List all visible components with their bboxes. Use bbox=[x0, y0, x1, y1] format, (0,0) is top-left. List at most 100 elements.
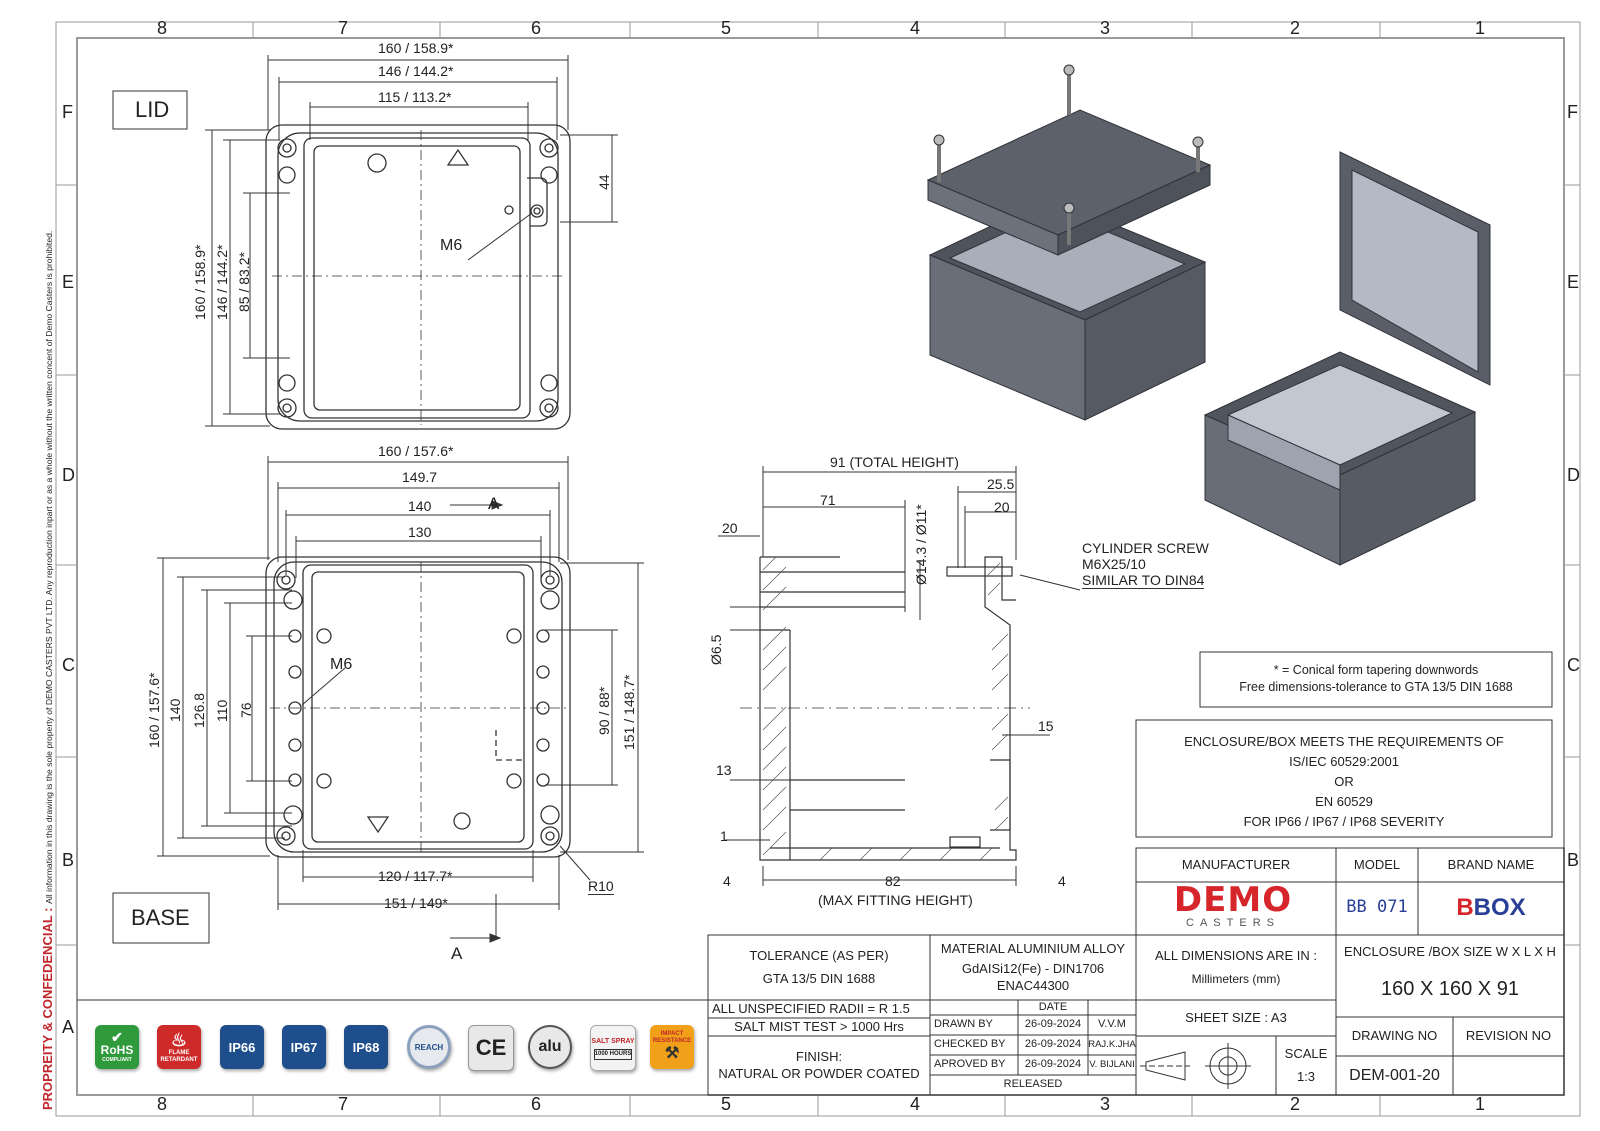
lid-dim-corner: 44 bbox=[596, 174, 612, 190]
grid-row-D: D bbox=[62, 465, 75, 485]
rohs-badge: ✔ RoHS COMPLIANT bbox=[95, 1025, 139, 1069]
salt-spray-label: SALT SPRAY bbox=[591, 1037, 635, 1045]
grid-col-3-bottom: 3 bbox=[1100, 1094, 1111, 1114]
base-dim-width-bottom-2: 151 / 149* bbox=[384, 895, 448, 911]
grid-col-3: 3 bbox=[1100, 18, 1111, 38]
rohs-checkmark-icon: ✔ bbox=[111, 1029, 123, 1045]
section-dim-dia-hole: Ø6.5 bbox=[708, 634, 724, 665]
base-radius-label: R10 bbox=[588, 878, 614, 895]
dimensions-unit-line2: Millimeters (mm) bbox=[1191, 972, 1281, 987]
drawing-no-header: DRAWING NO bbox=[1351, 1028, 1438, 1044]
ip67-badge: IP67 bbox=[282, 1025, 326, 1069]
lid-dim-width-mid: 146 / 144.2* bbox=[378, 63, 454, 79]
lid-dim-width-outer: 160 / 158.9* bbox=[378, 40, 454, 56]
section-dim-20-right: 20 bbox=[994, 499, 1010, 515]
lid-dimension-lines bbox=[205, 55, 618, 427]
section-marker-bottom: A bbox=[451, 944, 463, 963]
drawn-by-date: 26-09-2024 bbox=[1024, 1018, 1082, 1031]
base-dim-height-right-1: 90 / 88* bbox=[596, 686, 612, 735]
requirements-line4: EN 60529 bbox=[1315, 794, 1373, 809]
hammer-icon: ⚒ bbox=[664, 1045, 680, 1062]
grid-col-5-bottom: 5 bbox=[721, 1094, 732, 1114]
base-dim-height-4: 76 bbox=[238, 702, 254, 718]
salt-spray-sub: 1000 HOURS bbox=[593, 1048, 633, 1060]
lid-thread-label: M6 bbox=[440, 237, 463, 254]
model-header: MODEL bbox=[1353, 856, 1401, 872]
iso-view-exploded bbox=[926, 64, 1212, 421]
section-dim-4-right: 4 bbox=[1058, 873, 1066, 889]
section-dim-1: 1 bbox=[720, 828, 728, 844]
rohs-badge-label: RoHS bbox=[100, 1043, 134, 1057]
conical-note-box bbox=[1199, 651, 1553, 708]
grid-col-1-bottom: 1 bbox=[1475, 1094, 1486, 1114]
grid-col-5: 5 bbox=[721, 18, 732, 38]
base-dim-width-bottom-1: 120 / 117.7* bbox=[378, 868, 453, 884]
lid-view-label: LID bbox=[135, 97, 170, 122]
scale-value: 1:3 bbox=[1296, 1068, 1316, 1084]
base-view-label: BASE bbox=[131, 905, 190, 930]
grid-col-8: 8 bbox=[157, 18, 168, 38]
lid-dim-height-mid: 146 / 144.2* bbox=[214, 244, 230, 320]
revision-no-header: REVISION NO bbox=[1465, 1028, 1552, 1044]
grid-col-7: 7 bbox=[338, 18, 349, 38]
base-dim-height-2: 126.8 bbox=[191, 692, 207, 728]
drawn-by-name: V.V.M bbox=[1098, 1018, 1126, 1031]
base-dim-height-1: 140 bbox=[167, 698, 183, 722]
confidential-label: PROPREITY & CONFEDENCIAL : bbox=[40, 907, 55, 1110]
flame-icon: ♨ bbox=[170, 1030, 188, 1050]
section-view bbox=[740, 556, 1030, 861]
salt-mist-test: SALT MIST TEST > 1000 Hrs bbox=[734, 1018, 904, 1034]
section-dim-15: 15 bbox=[1038, 718, 1054, 734]
brand-header: BRAND NAME bbox=[1447, 856, 1535, 872]
requirements-line5: FOR IP66 / IP67 / IP68 SEVERITY bbox=[1243, 814, 1445, 829]
alu-recycle-badge: alu bbox=[528, 1025, 572, 1069]
grid-col-2-bottom: 2 bbox=[1290, 1094, 1301, 1114]
reach-badge: REACH bbox=[407, 1025, 451, 1069]
section-dim-82: 82 bbox=[885, 873, 901, 889]
manufacturer-header: MANUFACTURER bbox=[1181, 856, 1291, 872]
date-header: DATE bbox=[1038, 1000, 1068, 1013]
base-dim-width-1: 149.7 bbox=[402, 469, 438, 485]
requirements-line1: ENCLOSURE/BOX MEETS THE REQUIREMENTS OF bbox=[1184, 734, 1504, 749]
requirements-box bbox=[1135, 719, 1553, 838]
manufacturer-logo: DEMO CASTERS bbox=[1168, 883, 1298, 935]
grid-row-C-right: C bbox=[1567, 655, 1580, 675]
conical-note-line1: * = Conical form tapering downwords bbox=[1273, 663, 1479, 677]
section-hatching bbox=[762, 556, 1009, 861]
ce-badge: CE bbox=[468, 1025, 514, 1071]
released-label: RELEASED bbox=[1003, 1078, 1063, 1091]
screw-callout-line1: CYLINDER SCREW bbox=[1082, 540, 1209, 556]
base-dim-width-outer: 160 / 157.6* bbox=[378, 443, 454, 459]
material-line3: ENAC44300 bbox=[996, 977, 1070, 993]
section-dim-71: 71 bbox=[820, 492, 836, 508]
brand-logo-box: BOX bbox=[1473, 894, 1526, 921]
base-dim-height-3: 110 bbox=[214, 699, 230, 722]
base-top-view bbox=[265, 556, 571, 858]
grid-col-6-bottom: 6 bbox=[531, 1094, 542, 1114]
grid-row-B-right: B bbox=[1567, 850, 1580, 870]
title-block-grid bbox=[77, 847, 1565, 1096]
scale-label: SCALE bbox=[1284, 1046, 1328, 1062]
section-dim-dia-top: Ø14.3 / Ø11* bbox=[913, 504, 929, 585]
grid-col-4: 4 bbox=[910, 18, 921, 38]
base-dim-width-2: 140 bbox=[408, 498, 432, 514]
brand-logo-b: B bbox=[1456, 894, 1474, 921]
requirements-note: ENCLOSURE/BOX MEETS THE REQUIREMENTS OF … bbox=[1136, 732, 1552, 832]
grid-col-1: 1 bbox=[1475, 18, 1486, 38]
section-dimension-lines bbox=[718, 466, 1081, 886]
unspecified-radii: ALL UNSPECIFIED RADII = R 1.5 bbox=[712, 1000, 910, 1016]
tolerance-cell: TOLERANCE (AS PER) GTA 13/5 DIN 1688 bbox=[708, 935, 930, 1000]
lid-dim-width-inner: 115 / 113.2* bbox=[378, 89, 452, 105]
drawn-by-label: DRAWN BY bbox=[934, 1018, 993, 1031]
box-size-header: ENCLOSURE /BOX SIZE W X L X H bbox=[1344, 943, 1556, 959]
grid-row-F: F bbox=[62, 102, 73, 122]
scale-cell: SCALE 1:3 bbox=[1276, 1036, 1336, 1095]
grid-col-8-bottom: 8 bbox=[157, 1094, 168, 1114]
flame-badge-label: FLAME RETARDANT bbox=[160, 1050, 198, 1063]
screw-callout-line3: SIMILAR TO DIN84 bbox=[1082, 572, 1205, 589]
finish-line2: NATURAL OR POWDER COATED bbox=[718, 1065, 920, 1081]
approved-by-name: V. BIJLANI bbox=[1089, 1059, 1135, 1071]
lid-dim-height-outer: 160 / 158.9* bbox=[192, 244, 208, 320]
